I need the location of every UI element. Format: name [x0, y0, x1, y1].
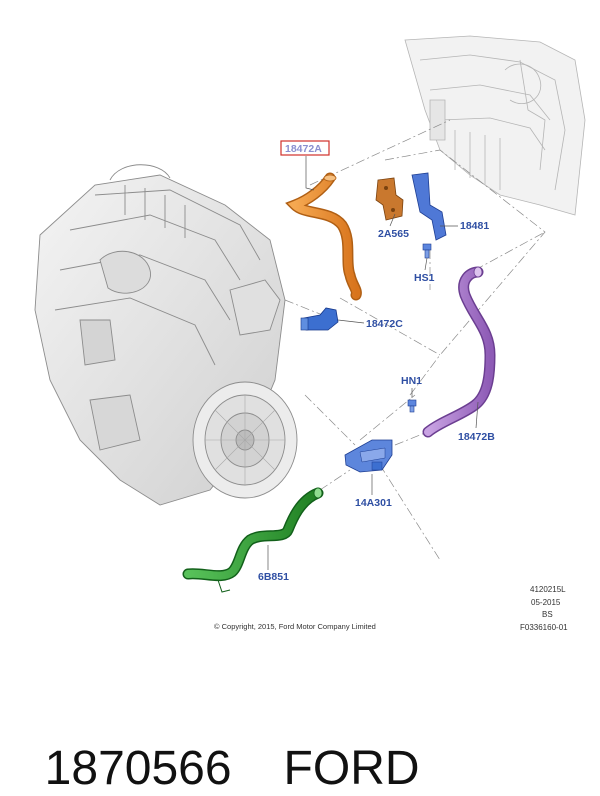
meta-code-3: BS	[542, 610, 553, 619]
label-18472a: 18472A	[285, 143, 322, 155]
meta-code-4: F0336160-01	[520, 623, 568, 632]
hose-18472b	[422, 266, 496, 438]
nut-hn1	[407, 399, 417, 413]
label-18472b: 18472B	[458, 431, 495, 443]
label-18472c: 18472C	[366, 318, 403, 330]
valve-14a301	[344, 439, 393, 473]
label-18481: 18481	[460, 220, 489, 232]
connector-18472c	[300, 307, 339, 331]
parts-diagram: 18472A 2A565 18481 HS1 18472C HN1 18472B…	[34, 35, 586, 632]
meta-code-1: 4120215L	[530, 585, 566, 594]
brand-name: FORD	[283, 742, 420, 795]
bracket-2a565	[375, 177, 404, 221]
label-leaders	[267, 156, 479, 570]
meta-code-2: 05-2015	[531, 598, 561, 607]
part-footer: 1870566 FORD	[18, 686, 420, 796]
label-14a301: 14A301	[355, 497, 392, 509]
label-hn1: HN1	[401, 375, 422, 387]
hose-6b851	[182, 487, 324, 593]
label-6b851: 6B851	[258, 571, 289, 583]
leader-lines	[284, 119, 546, 561]
part-number: 1870566	[44, 742, 232, 795]
firewall-sketch	[404, 35, 586, 216]
bracket-18481	[411, 172, 447, 241]
flywheel	[192, 381, 298, 499]
copyright-text: © Copyright, 2015, Ford Motor Company Li…	[214, 622, 376, 631]
highlight-box	[280, 140, 330, 156]
label-hs1: HS1	[414, 272, 435, 284]
label-2a565: 2A565	[378, 228, 409, 240]
hose-18472a	[285, 172, 362, 301]
